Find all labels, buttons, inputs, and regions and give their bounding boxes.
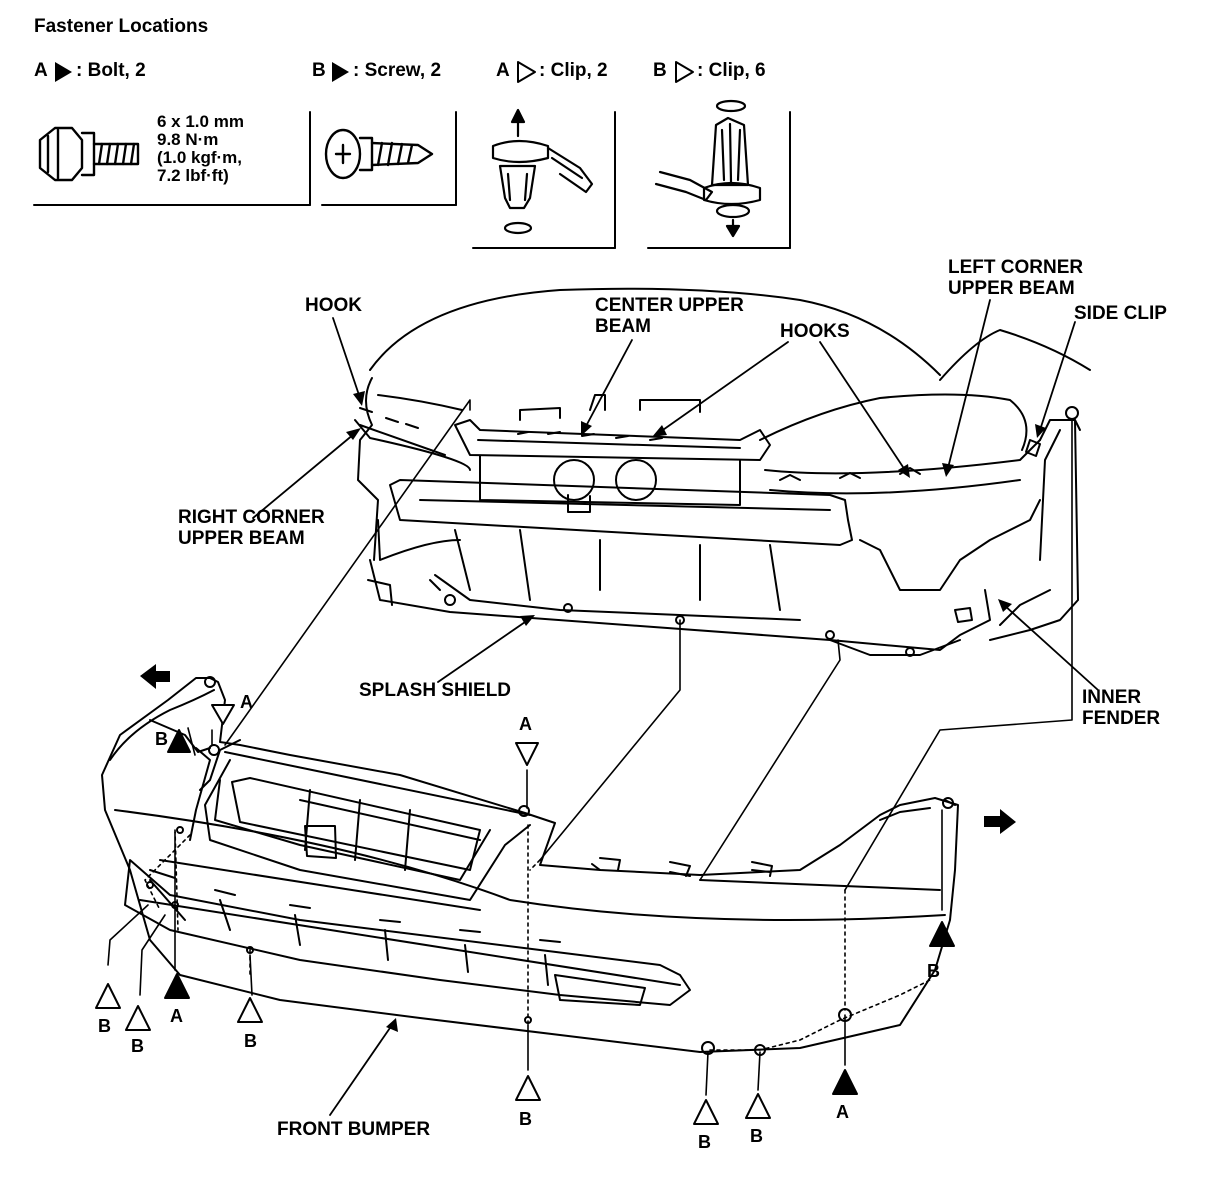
legend-screw-text: : Screw, 2 bbox=[353, 60, 442, 81]
label-center-upper-beam-line2: BEAM bbox=[595, 316, 651, 337]
bolt-spec: 6 x 1.0 mm 9.8 N·m (1.0 kgf·m, 7.2 lbf·f… bbox=[157, 113, 244, 184]
marker-m4-open-icon bbox=[95, 983, 121, 1009]
clip-b-open-triangle-icon bbox=[675, 61, 694, 83]
clip-b-icon bbox=[654, 99, 762, 238]
label-left-corner-upper-beam-line2: UPPER BEAM bbox=[948, 278, 1075, 299]
label-right-corner-upper-beam-line1: RIGHT CORNER bbox=[178, 507, 325, 528]
direction-arrows bbox=[140, 664, 1016, 834]
marker-m6-letter: A bbox=[170, 1006, 183, 1026]
front-bumper-outline bbox=[101, 677, 959, 1053]
marker-m5-open-icon bbox=[125, 1005, 151, 1031]
label-right-corner-upper-beam-line2: UPPER BEAM bbox=[178, 528, 305, 549]
legend-clip-a-key: A bbox=[496, 60, 510, 81]
page-title: Fastener Locations bbox=[34, 16, 209, 37]
label-splash-shield: SPLASH SHIELD bbox=[359, 680, 512, 701]
label-front-bumper: FRONT BUMPER bbox=[277, 1119, 431, 1140]
legend-clip-b-key: B bbox=[653, 60, 667, 81]
marker-m7-open-icon bbox=[237, 997, 263, 1023]
marker-m3-letter: A bbox=[519, 714, 532, 734]
upper-beam-structure bbox=[354, 287, 1091, 657]
marker-m10-open-icon bbox=[745, 1093, 771, 1119]
marker-m4-letter: B bbox=[98, 1016, 111, 1036]
fastener-markers bbox=[95, 704, 955, 1125]
legend-bolt-text: : Bolt, 2 bbox=[76, 60, 146, 81]
marker-m9-open-icon bbox=[693, 1099, 719, 1125]
marker-m8-letter: B bbox=[519, 1109, 532, 1129]
marker-m11-filled-icon bbox=[832, 1069, 858, 1095]
bolt-torque-lbf: 7.2 lbf·ft) bbox=[157, 165, 229, 185]
clip-a-icon bbox=[491, 108, 594, 235]
dashed-lines bbox=[144, 824, 931, 1051]
label-left-corner-upper-beam-line1: LEFT CORNER bbox=[948, 257, 1084, 278]
label-arrowheads bbox=[346, 391, 1046, 1032]
bolt-torque-nm: 9.8 N·m bbox=[157, 129, 219, 149]
bolt-icon bbox=[38, 126, 140, 182]
legend-markers bbox=[55, 61, 694, 83]
legend-bolt-key: A bbox=[34, 60, 48, 81]
screw-filled-triangle-icon bbox=[332, 62, 349, 82]
label-leaders bbox=[252, 299, 1099, 1116]
label-hook: HOOK bbox=[305, 295, 362, 316]
legend-screw-key: B bbox=[312, 60, 326, 81]
legend-clip-b-text: : Clip, 6 bbox=[697, 60, 766, 81]
marker-m1-open-icon bbox=[211, 704, 235, 725]
marker-m12-filled-icon bbox=[929, 921, 955, 947]
marker-m2-letter: B bbox=[155, 729, 168, 749]
marker-m1-letter: A bbox=[240, 692, 253, 712]
marker-m3-open-icon bbox=[515, 742, 539, 766]
label-side-clip: SIDE CLIP bbox=[1074, 303, 1167, 324]
legend-clip-a-text: : Clip, 2 bbox=[539, 60, 608, 81]
guide-lines bbox=[107, 399, 1073, 1096]
marker-m7-letter: B bbox=[244, 1031, 257, 1051]
marker-m8-open-icon bbox=[515, 1075, 541, 1101]
label-hooks: HOOKS bbox=[780, 321, 850, 342]
bolt-torque-kgf: (1.0 kgf·m, bbox=[157, 147, 243, 167]
fastener-boxes bbox=[33, 111, 791, 249]
marker-m11-letter: A bbox=[836, 1102, 849, 1122]
marker-m9-letter: B bbox=[698, 1132, 711, 1152]
screw-icon bbox=[324, 128, 434, 180]
label-inner-fender-line1: INNER bbox=[1082, 687, 1142, 708]
marker-m2-filled-icon bbox=[167, 729, 191, 753]
marker-m5-letter: B bbox=[131, 1036, 144, 1056]
marker-m10-letter: B bbox=[750, 1126, 763, 1146]
bolt-filled-triangle-icon bbox=[55, 62, 72, 82]
clip-a-open-triangle-icon bbox=[517, 61, 536, 83]
label-center-upper-beam-line1: CENTER UPPER bbox=[595, 295, 744, 316]
marker-m6-filled-icon bbox=[164, 973, 190, 999]
bolt-size: 6 x 1.0 mm bbox=[157, 112, 244, 131]
label-inner-fender-line2: FENDER bbox=[1082, 708, 1161, 729]
marker-m12-letter: B bbox=[927, 961, 940, 981]
